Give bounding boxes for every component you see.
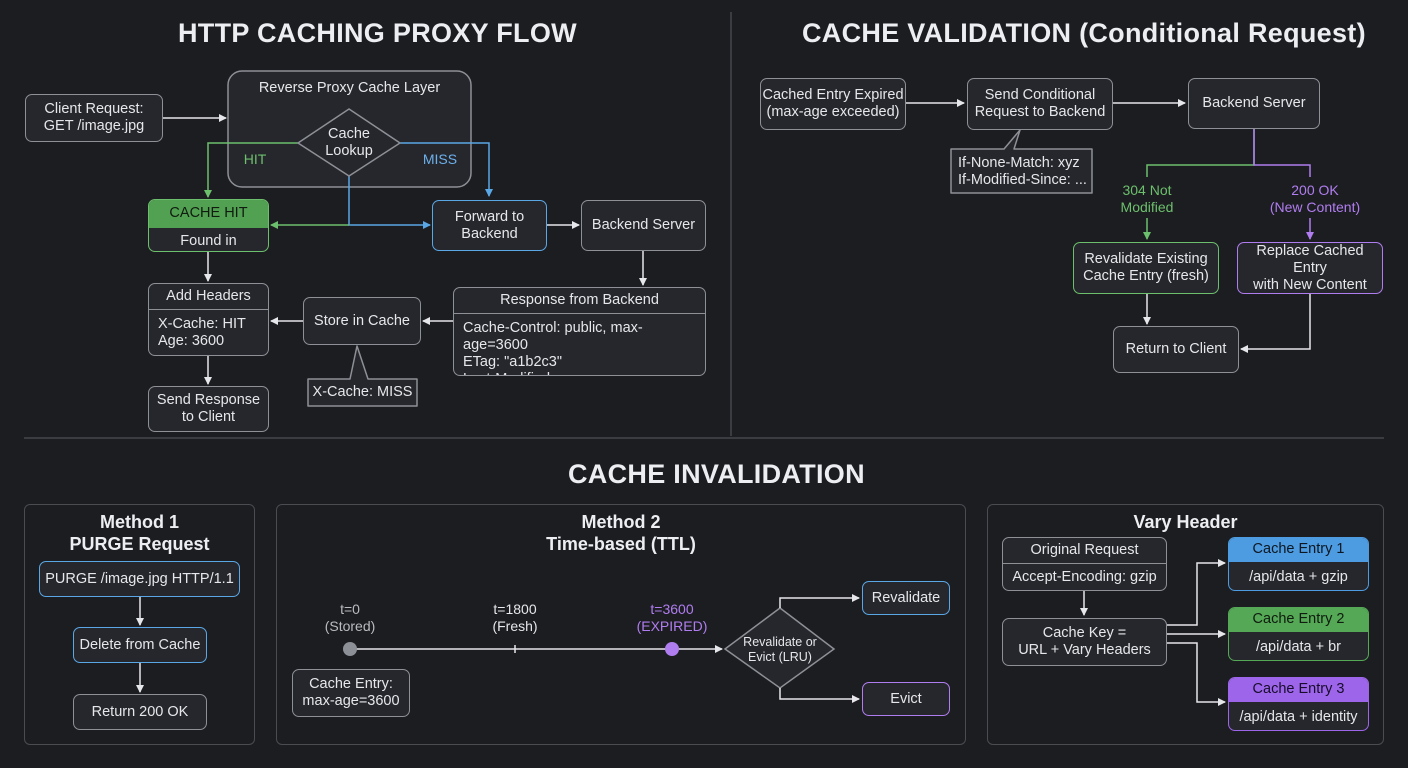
- not-modified-label: 304 Not Modified: [1120, 182, 1174, 215]
- miss-label: MISS: [422, 151, 458, 167]
- conditional-headers-callout: [950, 129, 1093, 194]
- conditional-headers-text: If-None-Match: xyz If-Modified-Since: ..…: [958, 155, 1087, 188]
- original-request-header: Original Request: [1003, 538, 1166, 564]
- expired-node: Cached Entry Expired (max-age exceeded): [760, 78, 906, 130]
- return-client-node: Return to Client: [1113, 326, 1239, 373]
- cache-entry-3-header: Cache Entry 3: [1229, 678, 1368, 702]
- decision-label: Revalidate or Evict (LRU): [743, 635, 817, 664]
- original-request-body: Accept-Encoding: gzip: [1012, 569, 1157, 585]
- cache-lookup-diamond: [296, 108, 402, 177]
- validation-backend-node: Backend Server: [1188, 78, 1320, 129]
- cache-entry-2-body: /api/data + br: [1255, 639, 1342, 655]
- add-headers-body: X-Cache: HIT Age: 3600: [158, 316, 246, 349]
- vary-panel: [987, 504, 1384, 745]
- flow-title: HTTP CACHING PROXY FLOW: [178, 18, 577, 48]
- cache-entry-3-body: /api/data + identity: [1239, 709, 1358, 725]
- method1-panel: [24, 504, 255, 745]
- proxy-layer-label: Reverse Proxy Cache Layer: [258, 80, 441, 96]
- cache-hit-body: Found in Cache: [180, 233, 237, 251]
- method1-title: Method 1 PURGE Request: [69, 512, 210, 554]
- store-cache-node: Store in Cache: [303, 297, 421, 345]
- original-request-node: Original Request Accept-Encoding: gzip: [1002, 537, 1167, 591]
- invalidation-title: CACHE INVALIDATION: [568, 459, 865, 489]
- t0-marker: [343, 642, 357, 656]
- backend-server-node: Backend Server: [581, 200, 706, 251]
- revalidate-node: Revalidate: [862, 581, 950, 615]
- cache-hit-node: CACHE HIT Found in Cache: [148, 199, 269, 252]
- delete-cache-node: Delete from Cache: [73, 627, 207, 663]
- replace-cached-node: Replace Cached Entry with New Content: [1237, 242, 1383, 294]
- ok-new-content-label: 200 OK (New Content): [1269, 182, 1361, 215]
- t3600-label: t=3600 (EXPIRED): [636, 601, 708, 634]
- method2-panel: [276, 504, 966, 745]
- cache-hit-header: CACHE HIT: [149, 200, 268, 228]
- purge-request-node: PURGE /image.jpg HTTP/1.1: [39, 561, 240, 597]
- add-headers-header: Add Headers: [149, 284, 268, 310]
- client-request-node: Client Request: GET /image.jpg: [25, 94, 163, 142]
- cache-key-node: Cache Key = URL + Vary Headers: [1002, 618, 1167, 666]
- send-conditional-node: Send Conditional Request to Backend: [967, 78, 1113, 130]
- xcache-miss-callout: [307, 345, 418, 407]
- add-headers-node: Add Headers X-Cache: HIT Age: 3600: [148, 283, 269, 356]
- cache-entry-2-node: Cache Entry 2 /api/data + br: [1228, 607, 1369, 661]
- xcache-miss-label: X-Cache: MISS: [312, 384, 413, 400]
- cache-entry-3-node: Cache Entry 3 /api/data + identity: [1228, 677, 1369, 731]
- evict-node: Evict: [862, 682, 950, 716]
- vary-title: Vary Header: [1133, 512, 1238, 532]
- response-header: Response from Backend: [454, 288, 705, 314]
- cache-entry-1-node: Cache Entry 1 /api/data + gzip: [1228, 537, 1369, 591]
- t0-label: t=0 (Stored): [324, 601, 376, 634]
- forward-backend-node: Forward to Backend: [432, 200, 547, 251]
- cache-lookup-label: Cache Lookup: [325, 126, 373, 159]
- response-backend-node: Response from Backend Cache-Control: pub…: [453, 287, 706, 376]
- revalidate-existing-node: Revalidate Existing Cache Entry (fresh): [1073, 242, 1219, 294]
- response-body: Cache-Control: public, max-age=3600 ETag…: [463, 320, 643, 375]
- t3600-marker: [665, 642, 679, 656]
- t1800-label: t=1800 (Fresh): [492, 601, 538, 634]
- method2-title: Method 2 Time-based (TTL): [546, 512, 696, 554]
- return-200-node: Return 200 OK: [73, 694, 207, 730]
- hit-label: HIT: [243, 151, 267, 167]
- cache-entry-1-header: Cache Entry 1: [1229, 538, 1368, 562]
- cache-entry-ttl-node: Cache Entry: max-age=3600: [292, 669, 410, 717]
- cache-entry-1-body: /api/data + gzip: [1249, 569, 1348, 585]
- validation-title: CACHE VALIDATION (Conditional Request): [802, 18, 1366, 48]
- send-response-node: Send Response to Client: [148, 386, 269, 432]
- cache-entry-2-header: Cache Entry 2: [1229, 608, 1368, 632]
